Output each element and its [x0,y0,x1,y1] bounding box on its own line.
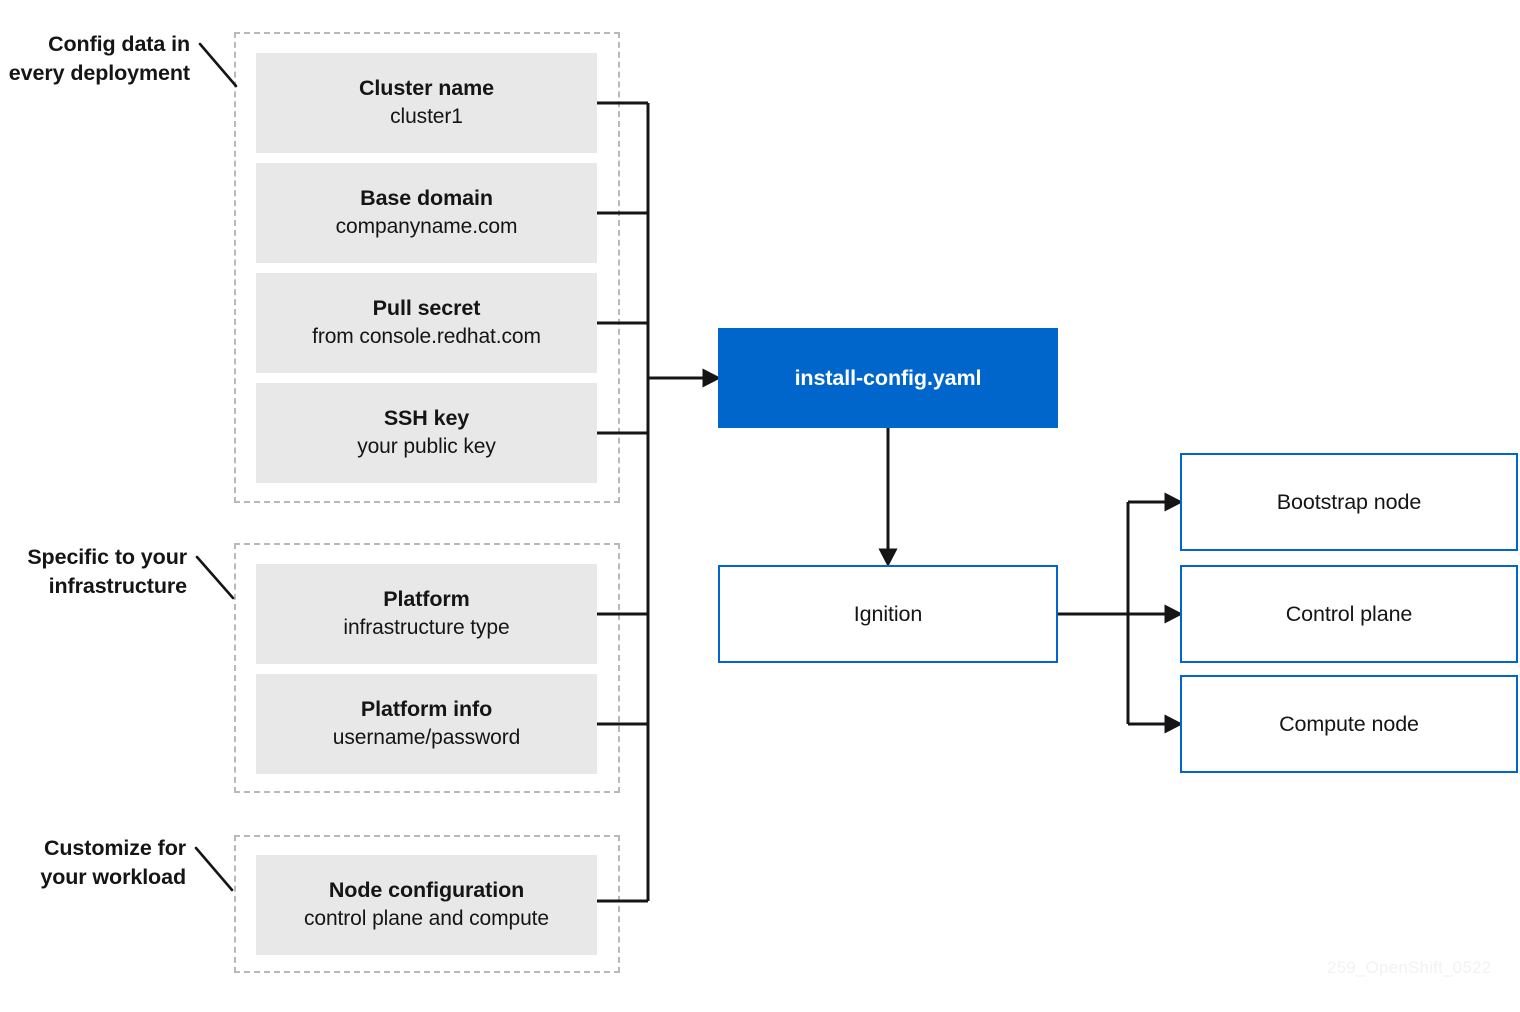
box-bootstrap-node-label: Bootstrap node [1276,489,1422,514]
box-bootstrap-node[interactable]: Bootstrap node [1180,453,1518,551]
box-install-config-yaml[interactable]: install-config.yaml [718,328,1058,428]
card-platform-info-subtitle: username/password [332,726,521,750]
box-install-config-yaml-label: install-config.yaml [794,365,982,390]
annotation-workload: Customize for your workload [0,834,186,891]
card-platform-title: Platform [383,586,470,611]
group-frame-infrastructure [234,543,620,793]
annotation-infrastructure-line2: infrastructure [48,573,187,598]
card-cluster-name[interactable]: Cluster name cluster1 [256,53,597,153]
box-compute-node[interactable]: Compute node [1180,675,1518,773]
card-ssh-key[interactable]: SSH key your public key [256,383,597,483]
card-cluster-name-subtitle: cluster1 [390,105,463,129]
card-ssh-key-title: SSH key [383,405,470,430]
box-control-plane[interactable]: Control plane [1180,565,1518,663]
card-pull-secret[interactable]: Pull secret from console.redhat.com [256,273,597,373]
card-node-configuration-subtitle: control plane and compute [304,907,549,931]
card-ssh-key-subtitle: your public key [357,435,496,459]
box-ignition-label: Ignition [853,601,923,626]
card-pull-secret-subtitle: from console.redhat.com [312,325,541,349]
watermark-label: 259_OpenShift_0522 [1327,958,1492,977]
card-base-domain[interactable]: Base domain companyname.com [256,163,597,263]
annotation-config-data-line2: every deployment [8,60,190,85]
annotation-config-data-line1: Config data in [48,32,190,56]
card-platform[interactable]: Platform infrastructure type [256,564,597,664]
card-pull-secret-title: Pull secret [372,295,481,320]
group-frame-config-data [234,32,620,503]
card-base-domain-title: Base domain [360,185,493,210]
annotation-config-data: Config data in every deployment [0,30,190,87]
annotation-workload-line1: Customize for [43,836,186,860]
card-base-domain-subtitle: companyname.com [335,215,518,239]
card-platform-subtitle: infrastructure type [343,616,510,640]
card-platform-info[interactable]: Platform info username/password [256,674,597,774]
annotation-infrastructure-line1: Specific to your [27,545,187,569]
card-node-configuration[interactable]: Node configuration control plane and com… [256,855,597,955]
card-cluster-name-title: Cluster name [358,75,494,100]
group-frame-workload [234,835,620,973]
box-compute-node-label: Compute node [1279,711,1419,736]
card-node-configuration-title: Node configuration [328,877,525,902]
box-control-plane-label: Control plane [1285,601,1413,626]
card-platform-info-title: Platform info [360,696,493,721]
box-ignition[interactable]: Ignition [718,565,1058,663]
annotation-infrastructure: Specific to your infrastructure [0,543,187,600]
annotation-workload-line2: your workload [40,864,186,889]
